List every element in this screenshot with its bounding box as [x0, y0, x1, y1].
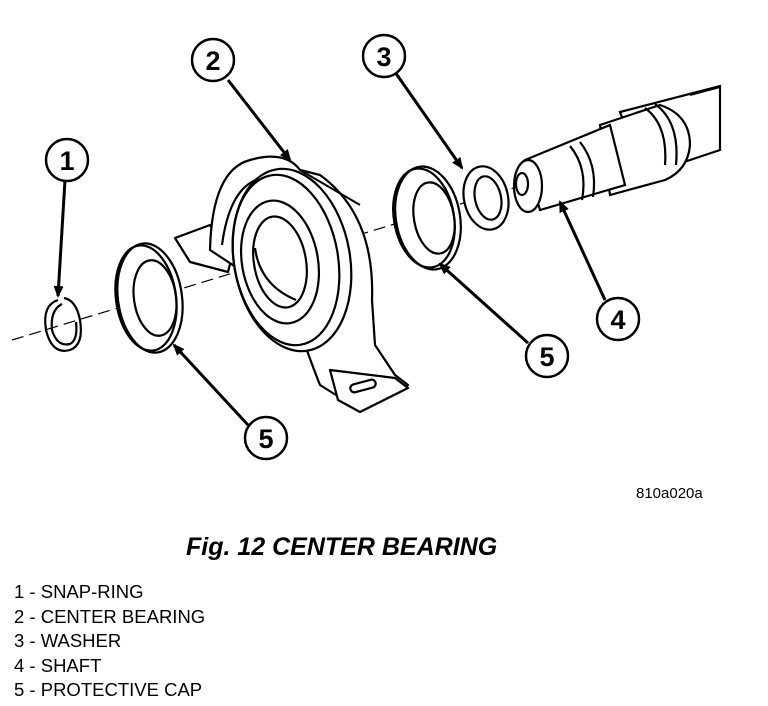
callout-2-label: 2: [205, 46, 220, 76]
arrow-3: [393, 71, 464, 170]
arrow-5-right: [438, 262, 530, 345]
callout-5-left: 5: [243, 415, 289, 461]
center-bearing: [173, 155, 410, 414]
legend-item: 3 - WASHER: [14, 630, 122, 651]
shaft: [512, 84, 722, 214]
arrow-1: [53, 179, 67, 298]
snap-ring: [44, 296, 82, 352]
callout-3: 3: [361, 33, 407, 79]
legend-item: 4 - SHAFT: [14, 654, 102, 676]
figure-code: 810a020a: [636, 485, 703, 502]
arrow-4: [558, 200, 607, 301]
callout-1: 1: [44, 137, 90, 183]
callout-4-label: 4: [610, 305, 625, 335]
exploded-view-diagram: 1 2 3 4 5 5: [11, 33, 722, 461]
legend-item: 2 - CENTER BEARING: [14, 605, 206, 627]
legend-item: 1 - SNAP-RING: [14, 581, 144, 602]
legend-item: 5 - PROTECTIVE CAP: [14, 679, 203, 700]
arrow-2: [226, 79, 292, 162]
callout-4: 4: [595, 296, 641, 342]
callout-1-label: 1: [59, 146, 74, 176]
washer: [462, 165, 510, 231]
callout-2: 2: [190, 37, 236, 83]
arrow-5-left: [172, 343, 250, 427]
protective-cap-left: [114, 242, 184, 354]
protective-cap-right: [392, 165, 462, 271]
figure-caption: Fig. 12 CENTER BEARING: [186, 533, 498, 561]
leader-arrows: [53, 71, 607, 427]
callout-3-label: 3: [376, 42, 391, 72]
callout-5-right: 5: [524, 333, 570, 379]
parts-legend: 1 - SNAP-RING 2 - CENTER BEARING 3 - WAS…: [14, 580, 205, 703]
callout-5-right-label: 5: [539, 342, 554, 372]
callout-5-left-label: 5: [258, 424, 273, 454]
